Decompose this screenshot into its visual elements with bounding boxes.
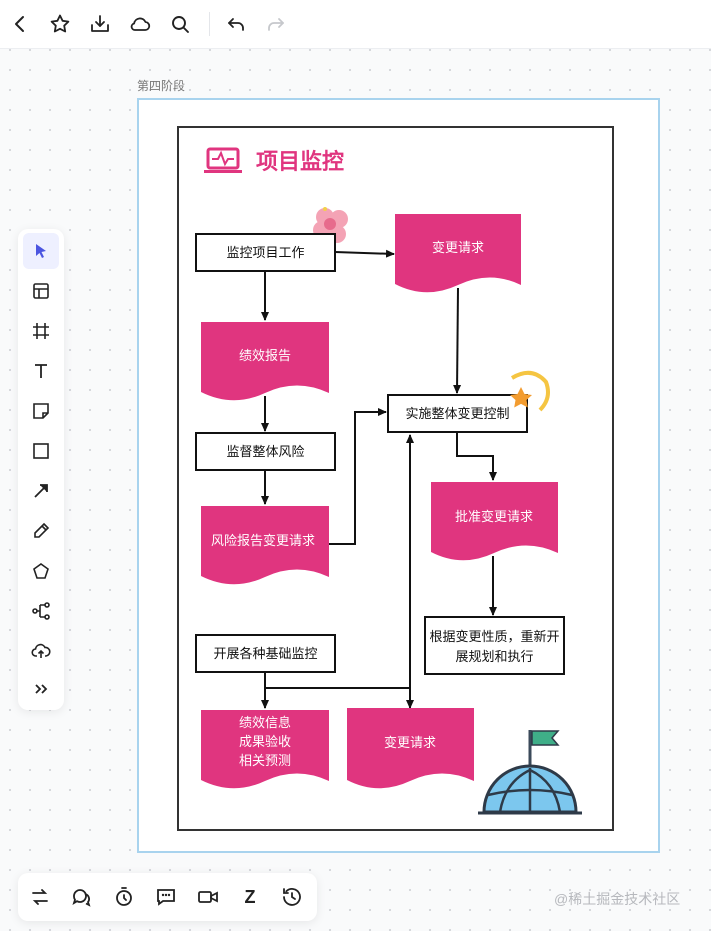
node-implement-change-control[interactable]: 实施整体变更控制 (387, 394, 528, 433)
frame-icon[interactable] (23, 313, 59, 349)
node-label: 实施整体变更控制 (405, 406, 509, 421)
toolbar-divider (209, 12, 210, 36)
node-performance-info[interactable]: 绩效信息 成果验收 相关预测 (201, 710, 329, 789)
node-change-request-bottom[interactable]: 变更请求 (347, 708, 474, 789)
monitor-icon (204, 147, 242, 173)
download-icon[interactable] (88, 12, 112, 36)
node-label: 变更请求 (432, 240, 484, 255)
pen-icon[interactable] (23, 513, 59, 549)
node-performance-report[interactable]: 绩效报告 (201, 322, 329, 401)
node-label-line3: 相关预测 (239, 753, 291, 768)
sticky-note-icon[interactable] (23, 393, 59, 429)
node-label: 监督整体风险 (226, 444, 304, 459)
node-label: 风险报告变更请求 (211, 533, 315, 548)
video-icon[interactable] (196, 885, 220, 909)
undo-icon[interactable] (224, 12, 248, 36)
chat-icon[interactable] (154, 885, 178, 909)
star-decoration-icon (510, 370, 550, 412)
star-icon[interactable] (48, 12, 72, 36)
cloud-icon[interactable] (128, 12, 152, 36)
upload-icon[interactable] (23, 633, 59, 669)
flow-icon[interactable] (28, 885, 52, 909)
left-toolbar (18, 229, 64, 710)
template-icon[interactable] (23, 273, 59, 309)
node-label-line2: 成果验收 (239, 734, 291, 749)
node-label-line2: 展规划和执行 (455, 649, 533, 664)
node-monitor-work[interactable]: 监控项目工作 (195, 233, 336, 272)
node-change-request-top[interactable]: 变更请求 (395, 214, 521, 293)
node-monitor-risk[interactable]: 监督整体风险 (195, 432, 336, 471)
node-basic-monitoring[interactable]: 开展各种基础监控 (195, 634, 336, 673)
watermark: @稀土掘金技术社区 (554, 891, 681, 907)
globe-flag-icon (478, 730, 582, 815)
z-icon[interactable]: Z (244, 887, 256, 907)
top-toolbar (0, 0, 711, 49)
back-icon[interactable] (8, 12, 32, 36)
node-label: 绩效报告 (239, 348, 291, 363)
more-icon[interactable] (23, 671, 59, 707)
redo-icon[interactable] (264, 12, 288, 36)
diagram-title: 项目监控 (256, 149, 344, 174)
comment-icon[interactable] (70, 885, 94, 909)
arrow-icon[interactable] (23, 473, 59, 509)
timer-icon[interactable] (112, 885, 136, 909)
node-label-line1: 绩效信息 (239, 715, 291, 730)
connectors (261, 249, 497, 709)
mindmap-icon[interactable] (23, 593, 59, 629)
text-icon[interactable] (23, 353, 59, 389)
history-icon[interactable] (280, 885, 304, 909)
node-label-line1: 根据变更性质，重新开 (429, 629, 559, 644)
node-label: 开展各种基础监控 (213, 646, 317, 661)
bottom-toolbar: Z (18, 873, 317, 921)
node-replan[interactable]: 根据变更性质，重新开 展规划和执行 (424, 616, 565, 675)
frame-label[interactable]: 第四阶段 (137, 79, 186, 93)
node-label: 批准变更请求 (455, 509, 533, 524)
select-icon[interactable] (23, 233, 59, 269)
polygon-icon[interactable] (23, 553, 59, 589)
node-label: 变更请求 (384, 735, 436, 750)
node-label: 监控项目工作 (226, 245, 304, 260)
node-approve-change[interactable]: 批准变更请求 (431, 482, 558, 561)
rectangle-icon[interactable] (23, 433, 59, 469)
node-risk-report-change[interactable]: 风险报告变更请求 (201, 506, 329, 585)
search-icon[interactable] (168, 12, 192, 36)
